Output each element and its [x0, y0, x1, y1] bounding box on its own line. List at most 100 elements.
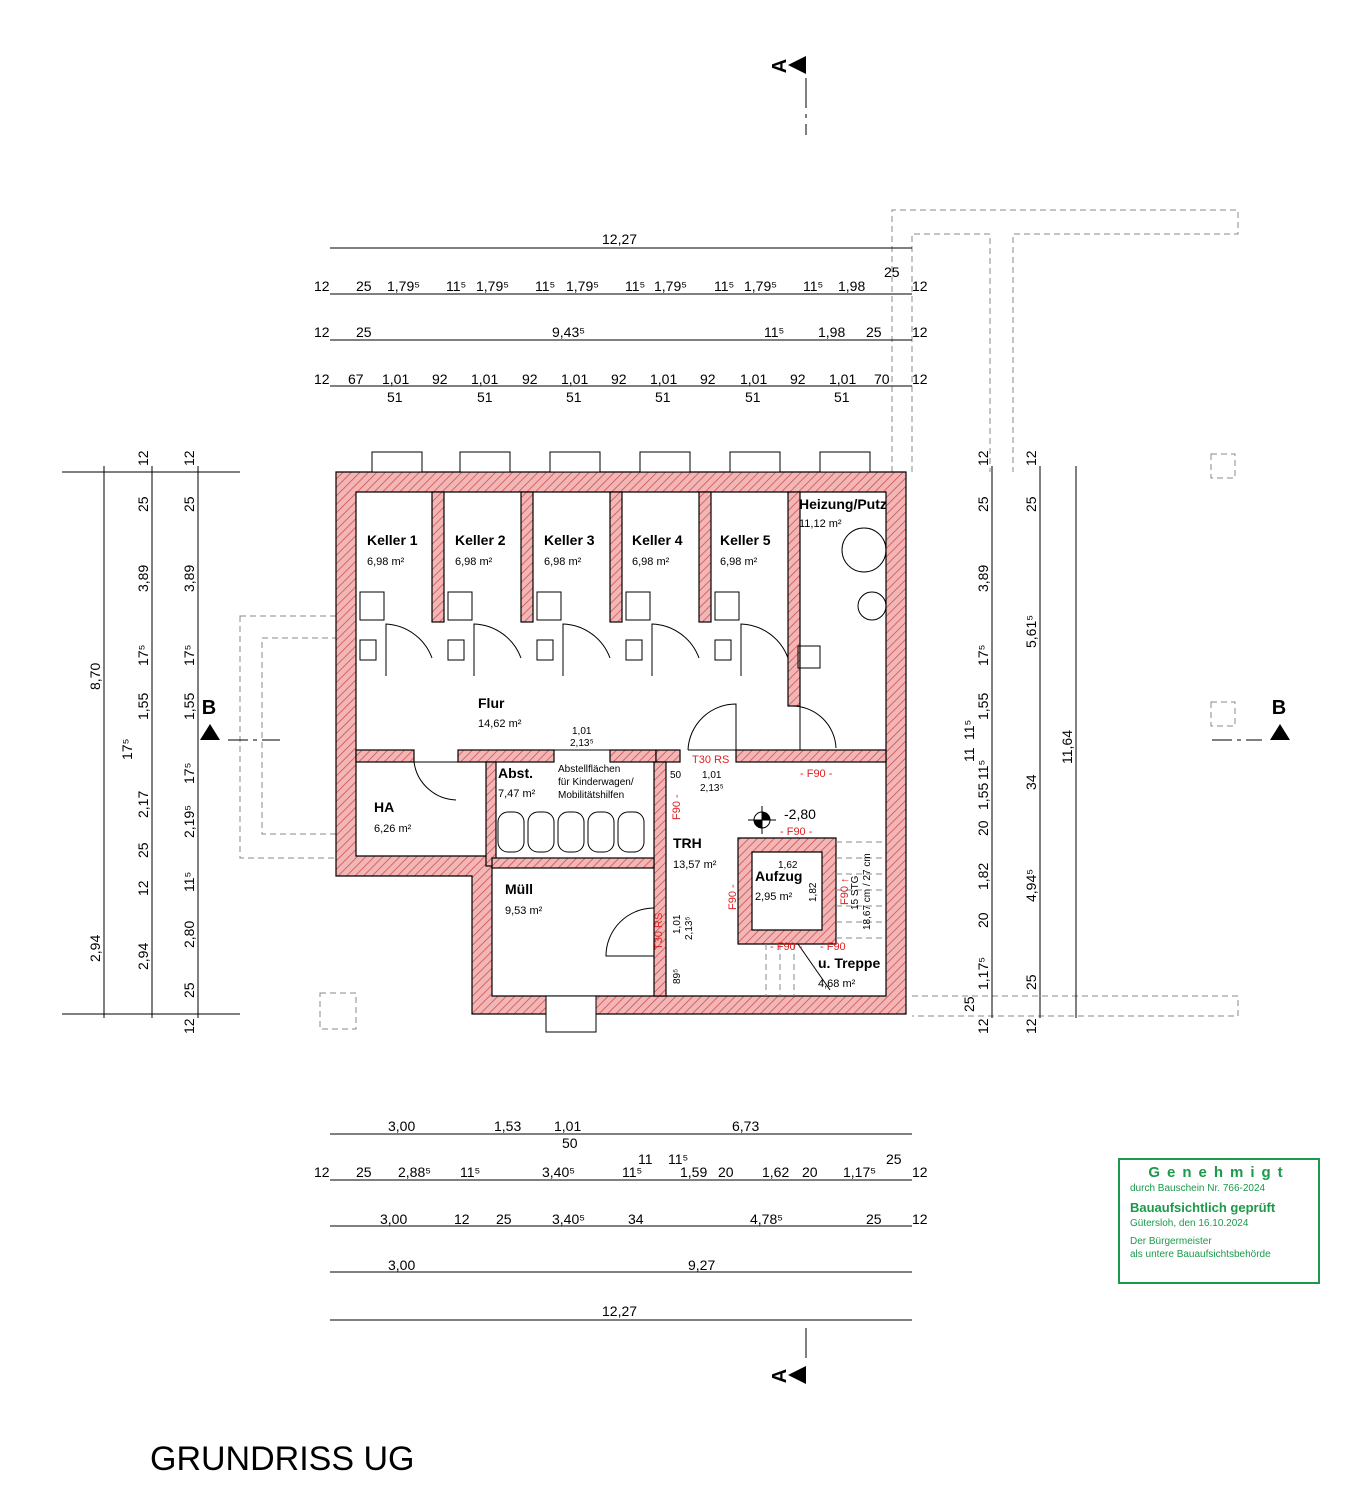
stamp-authority: als untere Bauaufsichtsbehörde: [1130, 1249, 1271, 1260]
dimension-label: 11⁵: [446, 278, 466, 294]
dimension-label: 9,27: [688, 1257, 715, 1273]
dimension-label: 3,00: [388, 1257, 415, 1273]
dimension-label: 1,53: [494, 1118, 521, 1134]
dimension-label: 25: [181, 982, 197, 998]
dimension-label: 11⁵: [668, 1151, 688, 1167]
stair-ratio: 18,67 cm / 27 cm: [862, 853, 873, 930]
inner-dim-1: 1,01: [572, 726, 592, 737]
dimension-label: 25: [135, 496, 151, 512]
dimension-label: 92: [432, 371, 448, 387]
room-keller-3: Keller 3: [544, 532, 595, 548]
dimension-label: 12: [314, 1164, 330, 1180]
dimension-label: 51: [477, 389, 493, 405]
dimension-label: 51: [655, 389, 671, 405]
dimension-label: 25: [886, 1151, 902, 1167]
dimension-label: 20: [718, 1164, 734, 1180]
dimension-label: 11⁵: [535, 278, 555, 294]
dimension-label: 12: [912, 1211, 928, 1227]
dimension-label: 50: [562, 1135, 578, 1151]
room-heizung-area: 11,12 m²: [799, 518, 842, 530]
dimension-lines: [62, 247, 1077, 1321]
dimension-label: 17⁵: [975, 645, 991, 666]
dimension-label: 1,55: [975, 783, 991, 810]
dimension-label: 51: [745, 389, 761, 405]
fire-t30-muell: T30 RS: [653, 913, 665, 950]
room-keller-2: Keller 2: [455, 532, 506, 548]
fire-f90-3: - F90 -: [770, 941, 803, 953]
dimension-label: 11⁵: [460, 1164, 480, 1180]
section-marker-labels: A A B B: [202, 59, 1286, 1383]
dimension-label: 12: [454, 1211, 470, 1227]
dimension-label: 34: [628, 1211, 644, 1227]
top-dimensions: 12,27 12 25 1,79⁵ 11⁵ 1,79⁵ 11⁵ 1,79⁵ 11…: [314, 231, 928, 405]
dimension-label: 1,98: [818, 324, 845, 340]
dimension-label: 12: [135, 450, 151, 466]
dimension-label: 3,89: [975, 565, 991, 592]
section-lines: [200, 56, 1290, 1384]
dimension-label: 3,00: [380, 1211, 407, 1227]
dimension-label: 12: [314, 371, 330, 387]
windows: [371, 451, 871, 1033]
dimension-label: 92: [700, 371, 716, 387]
dimension-label: 2,19⁵: [181, 805, 197, 838]
dimension-label: 92: [611, 371, 627, 387]
room-muell: Müll: [505, 881, 533, 897]
stair-lines: [765, 841, 886, 996]
fire-f90-7: F90 ↑: [839, 877, 851, 905]
dimension-label: 17⁵: [119, 739, 135, 760]
dimension-label: 2,94: [135, 943, 151, 970]
dimension-label: 4,78⁵: [750, 1211, 783, 1227]
dimension-label: 67: [348, 371, 364, 387]
fire-f90-5: F90 -: [727, 884, 739, 910]
dimension-label: 1,55: [181, 693, 197, 720]
level-label: -2,80: [784, 806, 816, 822]
abst-note-3: Mobilitätshilfen: [558, 790, 624, 801]
room-treppe-area: 4,68 m²: [818, 978, 856, 990]
stamp-mayor: Der Bürgermeister: [1130, 1236, 1212, 1247]
top-total: 12,27: [602, 231, 637, 247]
abst-note-1: Abstellflächen: [558, 764, 620, 775]
dimension-label: 5,61⁵: [1023, 615, 1039, 648]
dimension-label: 25: [496, 1211, 512, 1227]
dimension-label: 1,55: [975, 693, 991, 720]
fire-f90-2: - F90 -: [780, 826, 813, 838]
inner-dim-2: 2,13⁵: [570, 738, 594, 749]
dimension-label: 25: [356, 278, 372, 294]
room-trh: TRH: [673, 835, 702, 851]
room-keller-1-area: 6,98 m²: [367, 556, 405, 568]
section-b-left: B: [202, 697, 216, 719]
section-b-right: B: [1272, 697, 1286, 719]
dimension-label: 12: [975, 1018, 991, 1034]
room-ha-area: 6,26 m²: [374, 823, 412, 835]
room-keller-5: Keller 5: [720, 532, 771, 548]
dimension-label: 1,79⁵: [654, 278, 687, 294]
dimension-label: 1,98: [838, 278, 865, 294]
inner-dim-9: 1,62: [778, 860, 798, 871]
left-dimensions: 8,70 17⁵ 2,94 12 25 3,89 17⁵ 1,55 2,17 2…: [87, 450, 197, 1034]
right-dimensions: 12 25 3,89 17⁵ 1,55 11 11⁵ 1,55 20 1,82 …: [961, 450, 1075, 1034]
dimension-label: 92: [790, 371, 806, 387]
dimension-label: 51: [566, 389, 582, 405]
dimension-label: 70: [874, 371, 890, 387]
dimension-label: 1,01: [382, 371, 409, 387]
dimension-label: 9,43⁵: [552, 324, 585, 340]
dimension-label: 25: [356, 1164, 372, 1180]
dimension-label: 12: [1023, 450, 1039, 466]
dimension-label: 25: [884, 264, 900, 280]
room-keller-4: Keller 4: [632, 532, 683, 548]
dimension-label: 11⁵: [714, 278, 734, 294]
room-aufzug: Aufzug: [755, 868, 802, 884]
stamp-date: Gütersloh, den 16.10.2024: [1130, 1218, 1249, 1229]
room-muell-area: 9,53 m²: [505, 905, 543, 917]
dimension-label: 20: [975, 820, 991, 836]
bottom-dimensions: 3,00 1,53 1,01 6,73 50 12 25 2,88⁵ 11⁵ 3…: [314, 1118, 928, 1319]
dimension-label: 1,79⁵: [476, 278, 509, 294]
dimension-label: 1,79⁵: [387, 278, 420, 294]
room-keller-4-area: 6,98 m²: [632, 556, 670, 568]
dimension-label: 20: [975, 912, 991, 928]
dimension-label: 1,79⁵: [744, 278, 777, 294]
dimension-label: 11⁵: [975, 760, 991, 780]
dimension-label: 25: [975, 496, 991, 512]
dimension-label: 12: [135, 880, 151, 896]
dimension-label: 25: [961, 996, 977, 1012]
